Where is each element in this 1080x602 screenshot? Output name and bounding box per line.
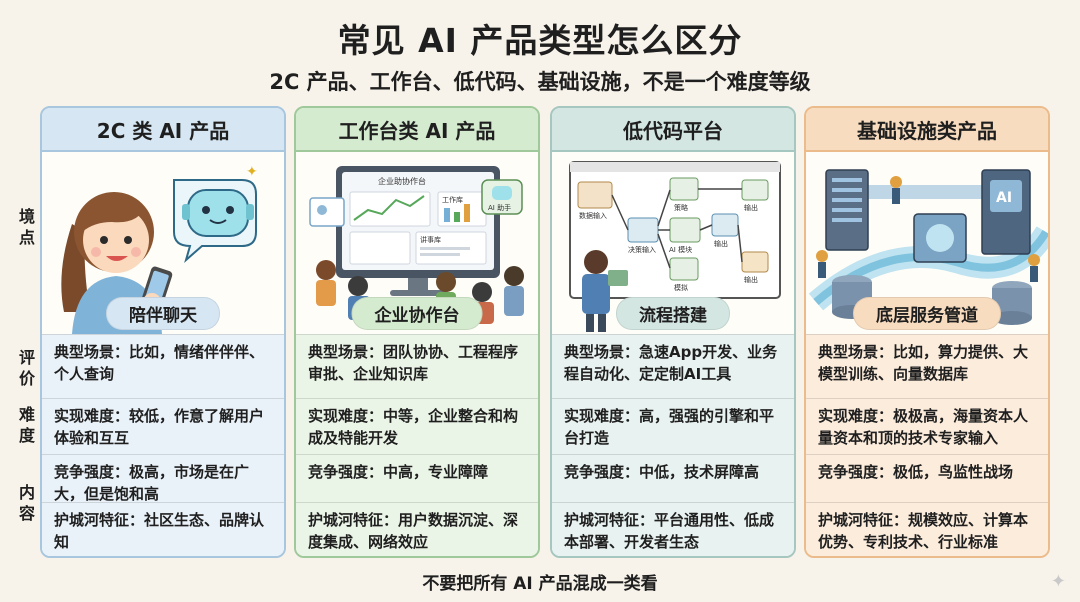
side-label: 价 [18,369,35,388]
side-label: 容 [18,504,35,523]
side-label: 境 [18,207,35,226]
row-competition: 竞争强度：极低，鸟监性战场 [806,454,1048,502]
flow-label: 模拟 [674,283,688,292]
server-ai-label: AI [996,190,1012,206]
row-scene: 典型场景：团队协协、工程程序审批、企业知识库 [296,334,538,398]
page-subtitle: 2C 产品、工作台、低代码、基础设施，不是一个难度等级 [269,70,811,94]
illustration-chat-companion: ✦ 陪伴聊天 [42,152,284,334]
row-competition: 竞争强度：中低，技术屏障高 [552,454,794,502]
column-header: 工作台类 AI 产品 [296,108,538,152]
column-lowcode: 低代码平台 数据输入 决策输入 策略 AI 模块 输出 输出 输出 模 [550,106,796,558]
flow-label: 数据输入 [579,211,607,220]
column-workbench: 工作台类 AI 产品 企业助协作台 工作库 讲事库 AI 助手 [294,106,540,558]
flow-label: 策略 [674,203,688,212]
row-competition: 竞争强度：极高，市场是在广大，但是饱和高 [42,454,284,503]
row-competition: 竞争强度：中高，专业障障 [296,454,538,502]
girl-with-phone-illustration: ✦ [61,164,258,334]
row-moat: 护城河特征：用户数据沉淀、深度集成、网络效应 [296,502,538,556]
illustration-enterprise-workbench: 企业助协作台 工作库 讲事库 AI 助手 企业协作台 [296,152,538,334]
screen-label: 讲事库 [420,235,441,244]
svg-text:✦: ✦ [246,164,258,180]
row-difficulty: 实现难度：中等，企业整合和构成及特能开发 [296,398,538,454]
footer-note: 不要把所有 AI 产品混成一类看 [422,574,658,594]
column-infrastructure: 基础设施类产品 AI 底层服务管道 典型场景：比如，算力提供、大模型训练、向量数… [804,106,1050,558]
flow-diagram-illustration: 数据输入 决策输入 策略 AI 模块 输出 输出 输出 模拟 [569,161,781,332]
pill-label: 流程搭建 [616,297,730,330]
row-scene: 典型场景：比如，算力提供、大模型训练、向量数据库 [806,334,1048,398]
side-label: 难 [18,405,35,424]
screen-label: 工作库 [442,195,463,204]
side-label: 点 [18,228,35,247]
illustration-flow-builder: 数据输入 决策输入 策略 AI 模块 输出 输出 输出 模拟 [552,152,794,334]
sparkle-icon: ✦ [1050,571,1066,592]
pill-label: 陪伴聊天 [106,297,220,330]
row-scene: 典型场景：比如，情绪伴伴伴、个人查询 [42,334,284,398]
column-2c: 2C 类 AI 产品 ✦ 陪伴聊天 典型场景：比如，情绪伴伴伴、 [40,106,286,558]
row-scene: 典型场景：急速App开发、业务程自动化、定定制AI工具 [552,334,794,398]
flow-label: AI 模块 [669,245,692,254]
row-moat: 护城河特征：社区生态、品牌认知 [42,502,284,556]
column-header: 2C 类 AI 产品 [42,108,284,152]
column-header: 低代码平台 [552,108,794,152]
flow-label: 输出 [744,275,758,284]
side-labels: 境 点 评 价 难 度 内 容 [0,0,40,602]
pill-label: 底层服务管道 [853,297,1001,330]
robot-label: AI 助手 [488,203,511,212]
pill-label: 企业协作台 [351,297,483,330]
side-label: 评 [18,348,35,367]
flow-label: 输出 [744,203,758,212]
row-moat: 护城河特征：规模效应、计算本优势、专利技术、行业标准 [806,502,1048,556]
flow-label: 输出 [714,239,728,248]
row-difficulty: 实现难度：极极高，海量资本人量资本和顶的技术专家输入 [806,398,1048,454]
column-header: 基础设施类产品 [806,108,1048,152]
screen-title: 企业助协作台 [378,176,426,186]
row-difficulty: 实现难度：高，强强的引擎和平台打造 [552,398,794,454]
row-difficulty: 实现难度：较低，作意了解用户体验和互互 [42,398,284,454]
flow-label: 决策输入 [628,245,656,254]
server-pipes-illustration: AI [808,169,1048,325]
side-label: 度 [18,426,35,445]
page-title: 常见 AI 产品类型怎么区分 [337,21,743,60]
illustration-infrastructure-pipes: AI 底层服务管道 [806,152,1048,334]
side-label: 内 [18,483,35,502]
row-moat: 护城河特征：平台通用性、低成本部署、开发者生态 [552,502,794,556]
